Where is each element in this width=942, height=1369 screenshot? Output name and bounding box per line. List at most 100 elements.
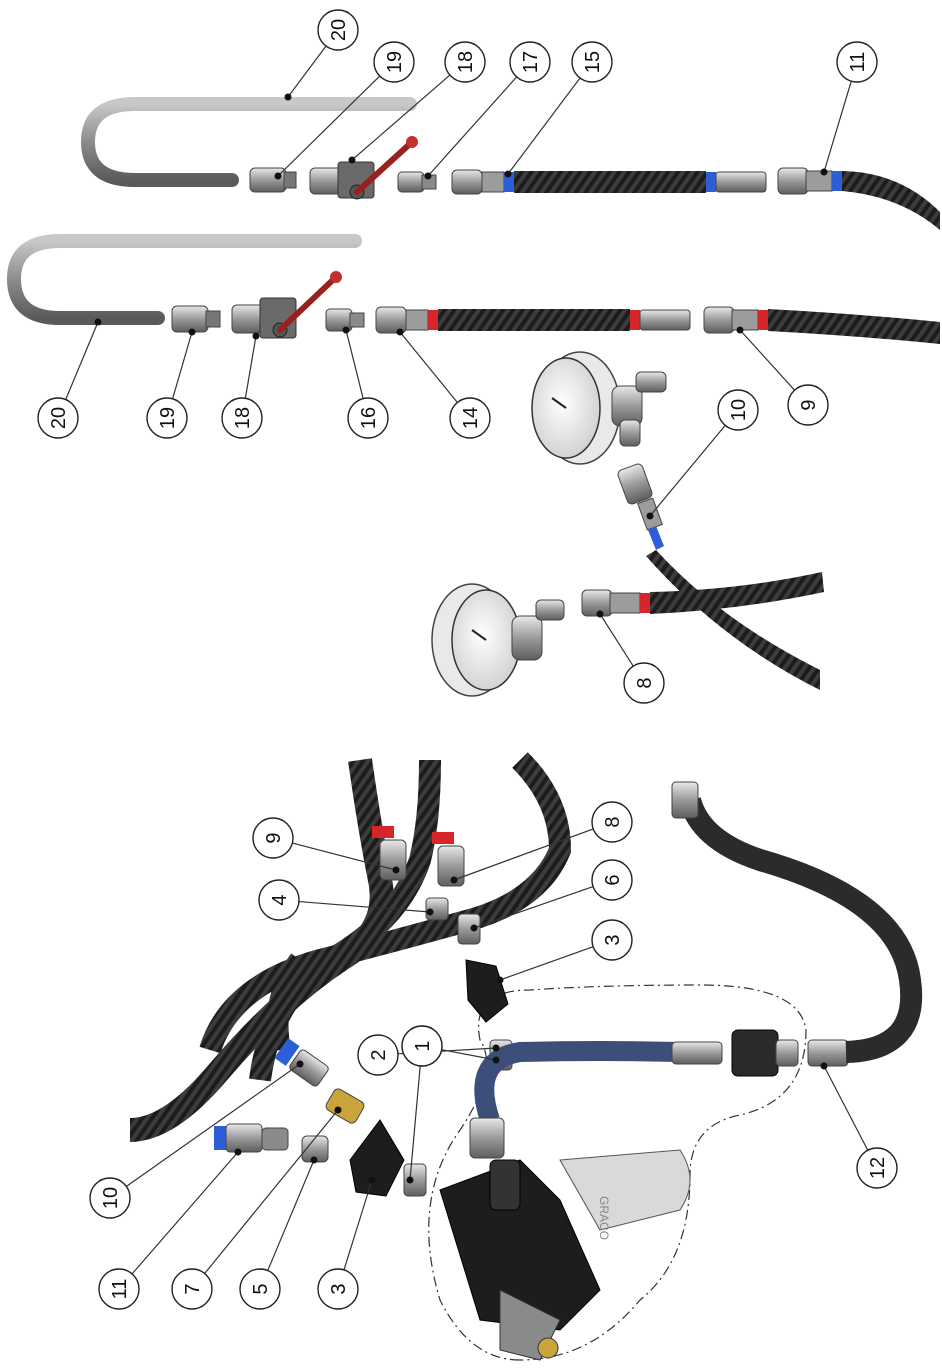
fitting-19-upper [249, 167, 287, 193]
callout-number: 8 [602, 816, 624, 827]
callout-c1b: 1 [401, 1025, 443, 1184]
callout-leader-dot [504, 170, 512, 178]
callout-leader-dot [426, 908, 434, 916]
callout-c4: 4 [258, 879, 434, 921]
hose-12 [671, 781, 923, 1067]
callout-leader-dot [334, 1106, 342, 1114]
callout-c18b: 18 [221, 332, 263, 439]
hose-11-upper [777, 167, 940, 230]
band-9-lower [372, 826, 394, 838]
callout-number: 19 [157, 407, 179, 429]
gauge-left [431, 583, 565, 697]
callout-c3a: 3 [496, 919, 633, 984]
callout-circle [591, 919, 633, 961]
callout-circle [444, 41, 486, 83]
callout-number: 7 [182, 1283, 204, 1294]
callout-c20b: 20 [37, 318, 102, 439]
supply-line-assembly [6, 234, 940, 344]
callout-circle [717, 389, 759, 431]
callout-circle [347, 397, 389, 439]
fitting-19-lower [171, 305, 221, 333]
callout-c15: 15 [504, 41, 613, 178]
pipe-20-upper [80, 97, 417, 187]
callout-leader-dot [496, 976, 504, 984]
callout-c17: 17 [424, 41, 551, 180]
pipe-20-lower [6, 234, 362, 325]
callout-leader-dot [368, 1176, 376, 1184]
callout-number: 2 [368, 1049, 390, 1060]
callout-number: 8 [634, 677, 656, 688]
callout-c19a: 19 [274, 41, 415, 180]
callout-circle [357, 1034, 399, 1076]
callout-circle [146, 397, 188, 439]
callout-circle [317, 9, 359, 51]
callout-c11b: 11 [98, 1148, 242, 1310]
quick-coupler [731, 1029, 779, 1077]
callout-number: 3 [602, 934, 624, 945]
callout-number: 19 [384, 51, 406, 73]
callout-number: 20 [48, 407, 70, 429]
callout-leader-dot [342, 326, 350, 334]
callout-circle [171, 1268, 213, 1310]
callout-number: 10 [100, 1187, 122, 1209]
callout-circle [239, 1268, 281, 1310]
callout-number: 15 [582, 51, 604, 73]
gauge-right [531, 351, 667, 465]
nipple-16 [325, 308, 365, 332]
hose-10-lower [274, 1038, 329, 1087]
callout-c8b: 8 [450, 801, 633, 884]
callout-number: 20 [328, 19, 350, 41]
callout-c16: 16 [342, 326, 389, 439]
callout-leader-dot [736, 326, 744, 334]
callout-leader-dot [424, 172, 432, 180]
callout-leader-dot [820, 168, 828, 176]
callout-leader-dot [252, 332, 260, 340]
callout-number: 18 [232, 407, 254, 429]
callout-circle [591, 859, 633, 901]
hose-10-right [617, 463, 820, 690]
callout-circle [221, 397, 263, 439]
callout-circle [373, 41, 415, 83]
callout-number: 11 [109, 1279, 131, 1300]
callout-number: 4 [269, 894, 291, 905]
callout-leader-dot [396, 328, 404, 336]
callout-circle [836, 41, 878, 83]
callout-leader-dot [820, 1062, 828, 1070]
callout-c20a: 20 [284, 9, 359, 101]
callout-circle [509, 41, 551, 83]
callout-leader-dot [492, 1056, 500, 1064]
callout-circle [623, 662, 665, 704]
hose-8-right [581, 572, 824, 617]
callout-c7: 7 [171, 1106, 342, 1310]
callout-circle [449, 397, 491, 439]
callout-leader-dot [406, 1176, 414, 1184]
callout-number: 14 [460, 407, 482, 429]
hose-14 [375, 306, 691, 334]
callout-c19b: 19 [146, 328, 196, 439]
callout-number: 1 [412, 1040, 434, 1051]
ball-valve-18-upper [309, 136, 418, 200]
callout-circle [37, 397, 79, 439]
fitting-6 [457, 913, 481, 945]
band-8-lower [432, 832, 454, 844]
callout-number: 9 [798, 399, 820, 410]
callout-circle [98, 1268, 140, 1310]
hose-11-lower [214, 1123, 289, 1153]
gun-label: GRACO [597, 1196, 611, 1240]
air-hose [474, 1041, 681, 1124]
callout-c12: 12 [820, 1062, 898, 1189]
callout-leader-dot [596, 610, 604, 618]
callout-c8a: 8 [596, 610, 665, 704]
kit-outline [428, 984, 807, 1361]
hose-15 [451, 169, 767, 195]
callout-number: 17 [520, 51, 542, 73]
callout-number: 10 [728, 399, 750, 421]
callout-circle [258, 879, 300, 921]
callout-circle [317, 1268, 359, 1310]
callout-leader-dot [284, 93, 292, 101]
callout-leader-dot [94, 318, 102, 326]
callout-number: 6 [602, 874, 624, 885]
block-3-right [465, 959, 509, 1023]
callout-leader-dot [310, 1156, 318, 1164]
hose-9-upper [703, 306, 940, 344]
